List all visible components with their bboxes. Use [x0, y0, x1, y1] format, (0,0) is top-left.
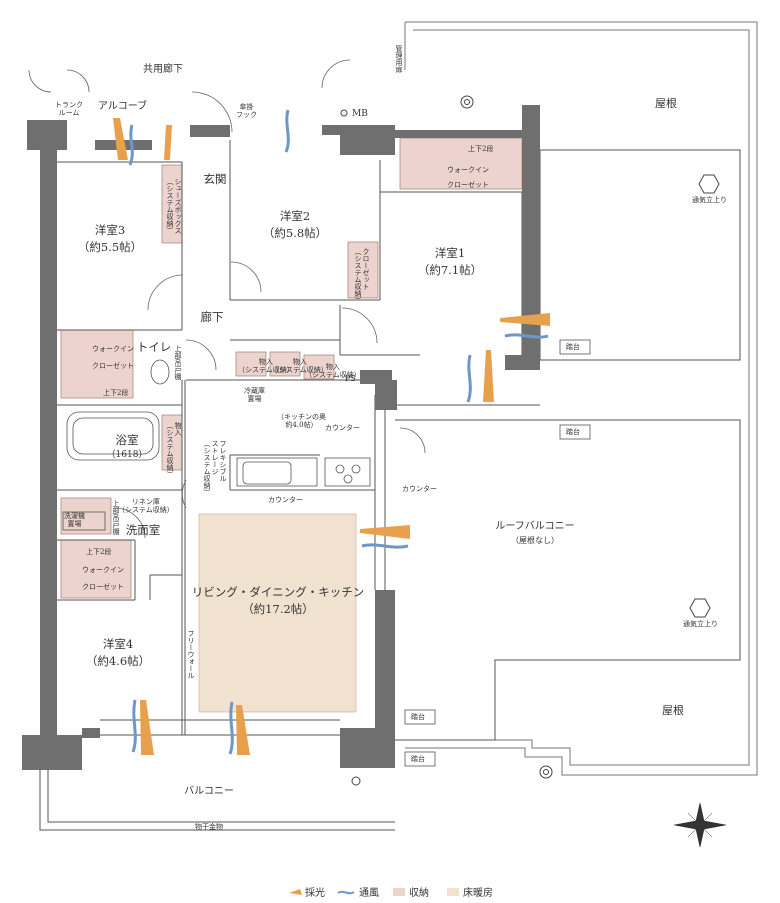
label-storage1: 物入 （システム収納） — [238, 358, 294, 374]
label-upper-lower-wash: 上下2段 — [86, 548, 112, 556]
label-upper-lower3: 上下2段 — [103, 389, 129, 397]
wind-arrows — [128, 109, 549, 755]
label-step2: 踏台 — [566, 428, 580, 436]
label-upper-door2: 上部吊戸棚 — [112, 500, 120, 535]
label-roof-top: 屋根 — [655, 97, 677, 110]
room-western1-name: 洋室1 — [434, 246, 466, 260]
room-western3-size: （約5.5帖） — [77, 240, 143, 254]
label-walkin-wash: ウォークイン — [82, 566, 124, 574]
label-shoes-box: シューズボックス （システム収納） — [166, 178, 182, 234]
step-boxes — [404, 339, 591, 767]
room-western2-name: 洋室2 — [279, 209, 311, 223]
vent-symbols — [340, 95, 720, 786]
room-ldk: リビング・ダイニング・キッチン （約17.2帖） — [192, 584, 365, 618]
label-flexible-storage: フレキシブル ストレージ （システム収納） — [203, 440, 227, 496]
label-walkin-top: 上下2段 — [468, 145, 494, 153]
label-ps: PS — [345, 374, 356, 383]
label-kanri: 管理用扉 — [395, 45, 403, 73]
label-umbrella-hook: 傘掛 フック — [236, 103, 257, 119]
label-roof-bottom: 屋根 — [662, 704, 684, 717]
label-storage2: 物入 （システム収納） — [272, 358, 328, 374]
fixtures — [62, 359, 371, 531]
room-roof-balcony-name: ルーフバルコニー — [495, 521, 575, 532]
legend: 採光 通風 収納 床暖房 — [285, 884, 535, 899]
label-mb: MB — [352, 109, 368, 119]
label-linen: リネン庫 （システム収納） — [118, 498, 174, 514]
room-western3: 洋室3 （約5.5帖） — [78, 222, 142, 256]
room-bath-size: （1618） — [106, 450, 148, 460]
interior-lines — [57, 140, 523, 735]
label-closet-wash: クローゼット — [82, 583, 124, 591]
room-western1: 洋室1 （約7.1帖） — [418, 245, 482, 279]
room-bath: 浴室 （1618） — [107, 432, 148, 461]
label-alcove: アルコーブ — [98, 101, 148, 112]
label-fridge: 冷蔵庫 置場 — [244, 387, 265, 403]
label-step1: 踏台 — [566, 343, 580, 351]
label-free-wall: フリーウォール — [187, 630, 195, 679]
label-step4: 踏台 — [411, 755, 425, 763]
label-counter1: カウンター — [325, 424, 360, 432]
label-walkin: ウォークイン — [447, 166, 489, 174]
legend-marks — [289, 888, 459, 896]
label-vent-top: 通気立上り — [692, 196, 727, 204]
label-closet-w2: クローゼット （システム収納） — [354, 248, 370, 304]
label-storage3: 物入 （システム収納） — [305, 363, 361, 379]
legend-storage: 収納 — [409, 888, 429, 899]
room-western4: 洋室4 （約4.6帖） — [86, 636, 150, 670]
label-closet: クローゼット — [447, 181, 489, 189]
room-toilet: トイレ — [136, 340, 172, 354]
storage-areas — [60, 137, 523, 599]
room-roof-balcony-note: （屋根なし） — [510, 536, 559, 545]
legend-floor-heating: 床暖房 — [463, 888, 493, 899]
room-ldk-size: （約17.2帖） — [242, 602, 314, 616]
room-washroom: 洗面室 — [125, 523, 161, 537]
light-arrows — [113, 118, 550, 755]
label-closet3: クローゼット — [92, 362, 134, 370]
label-washer: 洗濯機 置場 — [64, 512, 85, 528]
label-trunk-room: トランク ルーム — [55, 101, 83, 117]
room-western2: 洋室2 （約5.8帖） — [263, 208, 327, 242]
room-western2-size: （約5.8帖） — [262, 226, 328, 240]
floor-heating-area — [198, 513, 357, 713]
label-upper-door1: 上部吊戸棚 — [174, 345, 182, 380]
room-bath-name: 浴室 — [115, 433, 139, 447]
label-counter2: カウンター — [268, 496, 303, 504]
room-roof-balcony: ルーフバルコニー （屋根なし） — [495, 518, 574, 546]
label-kitchen-pantry: （キッチンの奥 約4.0帖） — [277, 413, 326, 429]
roof-outline — [404, 21, 758, 776]
room-western1-size: （約7.1帖） — [417, 263, 483, 277]
room-western3-name: 洋室3 — [94, 223, 126, 237]
legend-light: 採光 — [305, 888, 325, 899]
room-entrance: 玄関 — [203, 172, 227, 186]
room-hallway: 廊下 — [200, 310, 224, 324]
doors — [28, 59, 426, 539]
label-counter3: カウンター — [402, 485, 437, 493]
label-common-corridor: 共用廊下 — [143, 64, 183, 75]
room-balcony: バルコニー — [184, 786, 234, 797]
label-walkin3: ウォークイン — [92, 345, 134, 353]
compass-icon — [673, 802, 727, 848]
outer-wall-lines — [39, 719, 395, 831]
room-western4-name: 洋室4 — [102, 637, 134, 651]
label-monohoshi: 物干金物 — [195, 823, 223, 831]
label-storage-bath: 物入 （システム収納） — [166, 422, 182, 478]
label-step3: 踏台 — [411, 713, 425, 721]
legend-wind: 通風 — [359, 888, 379, 899]
room-western4-size: （約4.6帖） — [85, 654, 151, 668]
roof-balcony-outline — [395, 149, 741, 741]
label-vent-bottom: 通気立上り — [683, 620, 718, 628]
walls — [22, 105, 540, 770]
room-ldk-name: リビング・ダイニング・キッチン — [191, 585, 365, 599]
